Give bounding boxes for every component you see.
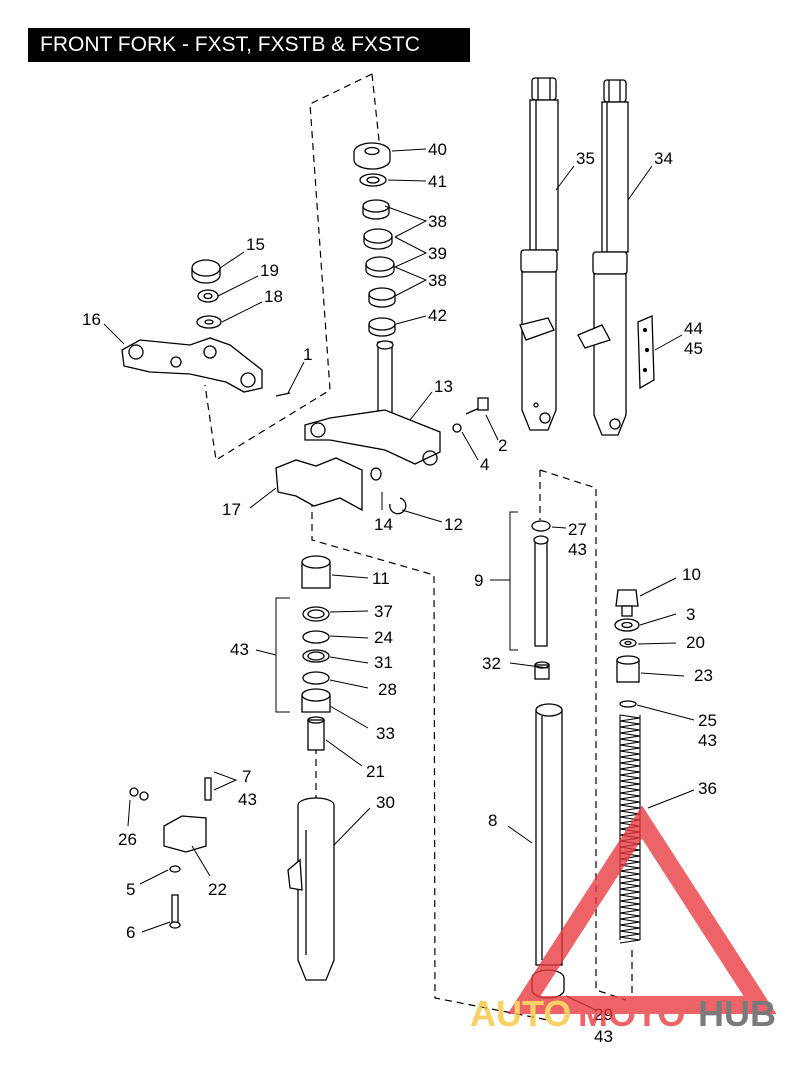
callout-14: 14: [374, 515, 393, 534]
callout-43: 43: [568, 540, 587, 559]
callout-4: 4: [480, 455, 489, 474]
callout-24: 24: [374, 628, 393, 647]
callout-27: 27: [568, 520, 587, 539]
callout-10: 10: [682, 565, 701, 584]
callout-34: 34: [654, 149, 673, 168]
callout-20: 20: [686, 633, 705, 652]
axle-cap-parts: [129, 777, 212, 929]
callout-22: 22: [208, 880, 227, 899]
callout-13: 13: [434, 377, 453, 396]
steering-bearing-stack: [353, 142, 396, 337]
callout-30: 30: [376, 793, 395, 812]
callout-8: 8: [488, 811, 497, 830]
callout-39: 39: [428, 244, 447, 263]
callout-2: 2: [498, 436, 507, 455]
decal-44-45: [637, 315, 655, 390]
callout-38: 38: [428, 212, 447, 231]
watermark-auto: AUTO: [470, 993, 571, 1034]
watermark-moto: MOTO: [578, 993, 685, 1034]
callout-31: 31: [374, 653, 393, 672]
callout-43: 43: [238, 790, 257, 809]
callout-37: 37: [374, 602, 393, 621]
fork-slider-34: [577, 79, 629, 436]
callout-32: 32: [482, 654, 501, 673]
callout-43: 43: [698, 731, 717, 750]
assembly-guide-lines: [204, 73, 633, 1021]
spring-stack-36: [614, 589, 641, 944]
callout-36: 36: [698, 779, 717, 798]
callout-1: 1: [303, 345, 312, 364]
steering-stem-13: [304, 340, 489, 466]
title-bar: FRONT FORK - FXST, FXSTB & FXSTC: [28, 28, 470, 62]
callout-35: 35: [576, 149, 595, 168]
callout-16: 16: [82, 310, 101, 329]
callout-25: 25: [698, 711, 717, 730]
callout-42: 42: [428, 306, 447, 325]
callout-28: 28: [378, 680, 397, 699]
callout-6: 6: [126, 923, 135, 942]
callout-41: 41: [428, 172, 447, 191]
upper-fork-bracket-16: [121, 259, 291, 397]
callout-45: 45: [684, 339, 703, 358]
callout-9: 9: [474, 571, 483, 590]
page-title: FRONT FORK - FXST, FXSTB & FXSTC: [40, 33, 420, 56]
callout-11: 11: [372, 569, 390, 588]
callout-44: 44: [684, 319, 703, 338]
callout-26: 26: [118, 830, 137, 849]
callout-17: 17: [222, 500, 241, 519]
fork-internals-left: [301, 555, 331, 751]
callout-12: 12: [444, 515, 463, 534]
lower-slider-30: [287, 797, 335, 981]
fork-shield-17: [275, 457, 407, 515]
callout-numbers: 40 41 38 39 38 42 35 34 44 45 15 19 18 1…: [82, 140, 717, 1046]
callout-3: 3: [686, 605, 695, 624]
damper-rod-9: [531, 520, 551, 680]
autmotohub-watermark: AUTO MOTO HUB: [470, 805, 777, 1034]
callout-leader-lines: [103, 148, 695, 1011]
fork-slider-35: [519, 77, 559, 431]
callout-43: 43: [594, 1027, 613, 1046]
callout-23: 23: [694, 666, 713, 685]
callout-5: 5: [126, 880, 135, 899]
callout-19: 19: [260, 261, 279, 280]
callout-18: 18: [264, 287, 283, 306]
callout-33: 33: [376, 724, 395, 743]
callout-21: 21: [366, 762, 385, 781]
callout-43: 43: [230, 640, 249, 659]
callout-15: 15: [246, 235, 265, 254]
callout-40: 40: [428, 140, 447, 159]
callout-38: 38: [428, 271, 447, 290]
watermark-hub: HUB: [698, 993, 776, 1034]
callout-7: 7: [242, 767, 251, 786]
